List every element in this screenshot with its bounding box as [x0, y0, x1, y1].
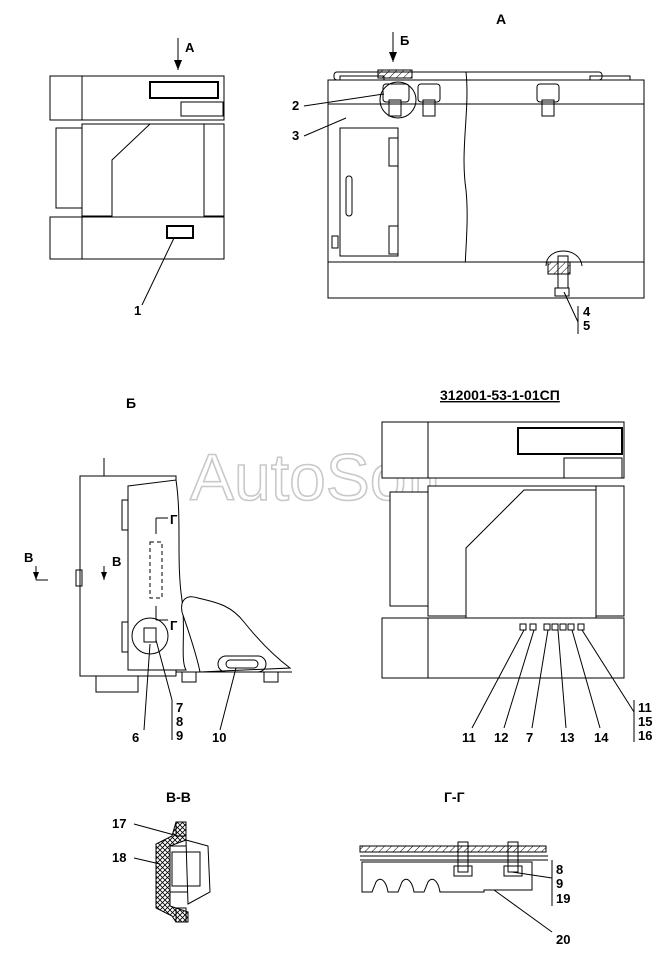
section-g-marker-bottom: Г [170, 618, 178, 633]
callout-10: 10 [212, 730, 226, 745]
callout-9: 9 [176, 728, 183, 743]
view-b-marker: Б [400, 33, 409, 48]
callout-15: 15 [638, 714, 652, 729]
view-b-title: Б [126, 395, 136, 411]
callout-7: 7 [176, 700, 183, 715]
callout-8-section: 8 [556, 862, 563, 877]
callout-3: 3 [292, 128, 299, 143]
callout-6: 6 [132, 730, 139, 745]
callout-4: 4 [583, 304, 591, 319]
view-a-title: А [496, 11, 506, 27]
callout-19: 19 [556, 891, 570, 906]
callout-9-section: 9 [556, 876, 563, 891]
callout-5: 5 [583, 318, 590, 333]
callout-12: 12 [494, 730, 508, 745]
callout-20: 20 [556, 932, 570, 947]
section-g-marker-top: Г [170, 512, 178, 527]
view-a-marker: А [185, 40, 195, 55]
section-v-title: В-В [166, 789, 191, 805]
section-v-v: В-В 17 18 [112, 789, 211, 923]
section-g-title: Г-Г [444, 789, 465, 805]
section-v-marker-right: В [112, 554, 121, 569]
callout-11-right: 11 [638, 700, 652, 715]
callout-17: 17 [112, 816, 126, 831]
callout-7-variant: 7 [526, 730, 533, 745]
section-g-g: Г-Г 8 9 19 20 [359, 789, 570, 947]
view-b: Б Г Г В В 6 7 8 9 [24, 395, 292, 745]
callout-2: 2 [292, 98, 299, 113]
variant-view: 312001-53-1-01СП 11 12 7 13 14 11 15 16 [381, 387, 652, 745]
callout-1: 1 [134, 303, 141, 318]
section-v-marker-left: В [24, 550, 33, 565]
callout-11-left: 11 [462, 730, 476, 745]
top-left-view: А 1 [49, 38, 225, 318]
document-code: 312001-53-1-01СП [440, 387, 560, 403]
view-a: А Б 2 3 4 5 [292, 11, 645, 334]
callout-18: 18 [112, 850, 126, 865]
callout-13: 13 [560, 730, 574, 745]
callout-14: 14 [594, 730, 609, 745]
callout-8: 8 [176, 714, 183, 729]
callout-16: 16 [638, 728, 652, 743]
